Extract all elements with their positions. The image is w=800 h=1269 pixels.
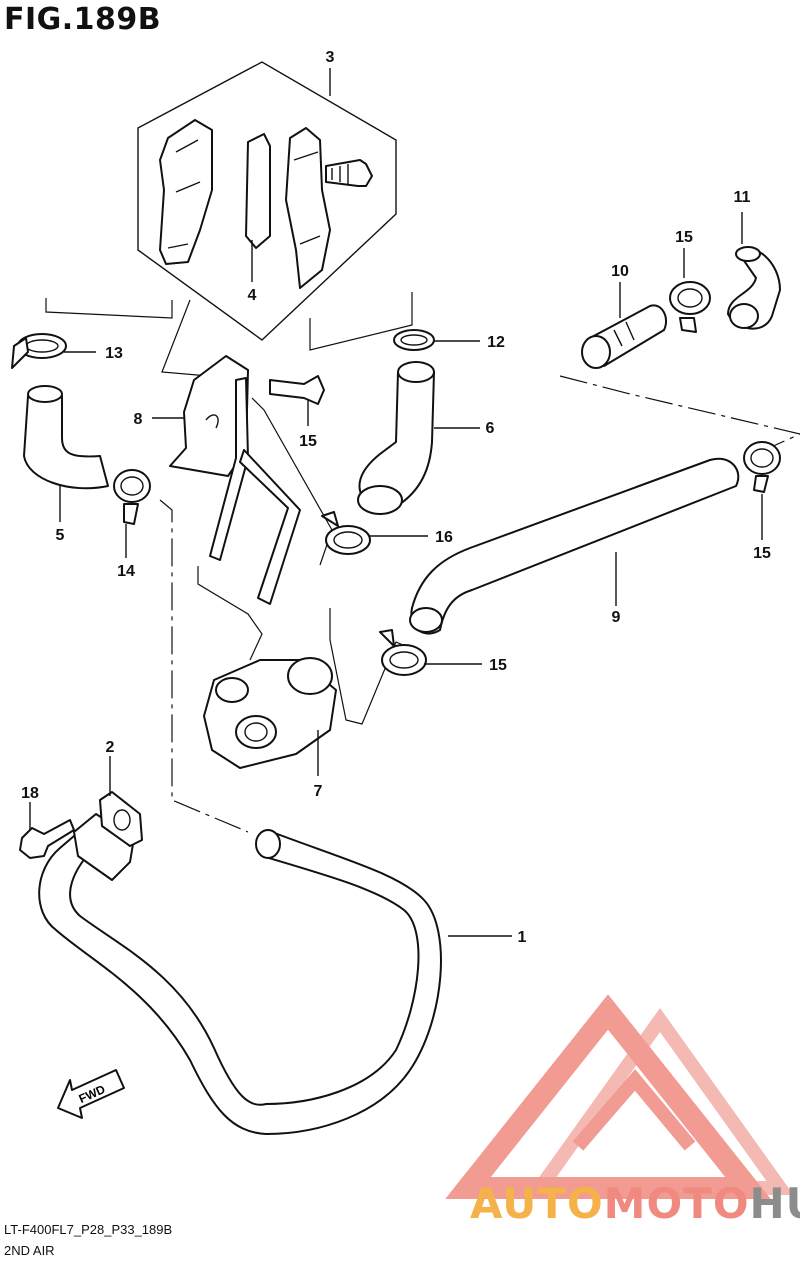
callout-15-middle: 15 bbox=[489, 657, 507, 674]
assembly-lines bbox=[45, 292, 800, 833]
callout-15-right: 15 bbox=[753, 545, 771, 562]
callout-8: 8 bbox=[134, 411, 143, 428]
callout-2: 2 bbox=[106, 739, 115, 756]
watermark-part-hub: HUB bbox=[750, 1179, 800, 1228]
callout-12: 12 bbox=[487, 334, 505, 351]
callout-10: 10 bbox=[611, 263, 629, 280]
callout-11: 11 bbox=[734, 189, 751, 206]
figure-title: FIG.189B bbox=[4, 2, 162, 37]
reed-valve-assembly bbox=[137, 61, 397, 341]
watermark-part-auto: AUTO bbox=[470, 1179, 604, 1228]
svg-text:AUTOMOTOHUB: AUTOMOTOHUB bbox=[470, 1179, 800, 1228]
callout-3: 3 bbox=[326, 49, 335, 66]
watermark-logo bbox=[445, 994, 794, 1199]
clamp-16 bbox=[321, 511, 371, 555]
gasket-2 bbox=[99, 791, 143, 847]
callout-6: 6 bbox=[486, 420, 495, 437]
callout-labels: 3 4 11 15 10 12 13 8 15 6 5 14 16 15 9 1… bbox=[21, 49, 771, 946]
callout-13: 13 bbox=[105, 345, 123, 362]
fwd-arrow: FWD bbox=[57, 1069, 125, 1119]
bolt-18 bbox=[19, 819, 75, 859]
callout-14: 14 bbox=[117, 563, 135, 580]
callout-1: 1 bbox=[518, 929, 527, 946]
callout-15-top: 15 bbox=[675, 229, 693, 246]
hose-6 bbox=[357, 361, 435, 515]
callout-18: 18 bbox=[21, 785, 39, 802]
hose-9 bbox=[409, 457, 740, 635]
clamp-15-top bbox=[669, 281, 711, 333]
callout-17: 15 bbox=[299, 433, 317, 450]
callout-4: 4 bbox=[248, 287, 257, 304]
callout-16: 16 bbox=[435, 529, 453, 546]
leader-lines bbox=[29, 68, 763, 937]
clamp-15-middle bbox=[379, 629, 427, 676]
elbow-11 bbox=[727, 246, 781, 330]
watermark-wordmark: AUTOMOTOHUB bbox=[470, 1179, 800, 1228]
callout-5: 5 bbox=[56, 527, 65, 544]
valve-7 bbox=[203, 657, 337, 769]
section-name: 2ND AIR bbox=[4, 1243, 55, 1258]
clip-12 bbox=[393, 329, 435, 351]
clamp-15-right bbox=[743, 441, 781, 493]
bolt-17 bbox=[269, 375, 325, 405]
clamp-14 bbox=[113, 469, 151, 525]
clamp-13 bbox=[11, 333, 67, 369]
bracket-8 bbox=[169, 355, 301, 605]
drawing-code: LT-F400FL7_P28_P33_189B bbox=[4, 1222, 173, 1237]
callout-9: 9 bbox=[612, 609, 621, 626]
connector-10 bbox=[581, 304, 668, 369]
callout-7: 7 bbox=[314, 783, 323, 800]
hose-elbow-5 bbox=[23, 385, 109, 490]
watermark-part-moto: MOTO bbox=[604, 1179, 750, 1228]
